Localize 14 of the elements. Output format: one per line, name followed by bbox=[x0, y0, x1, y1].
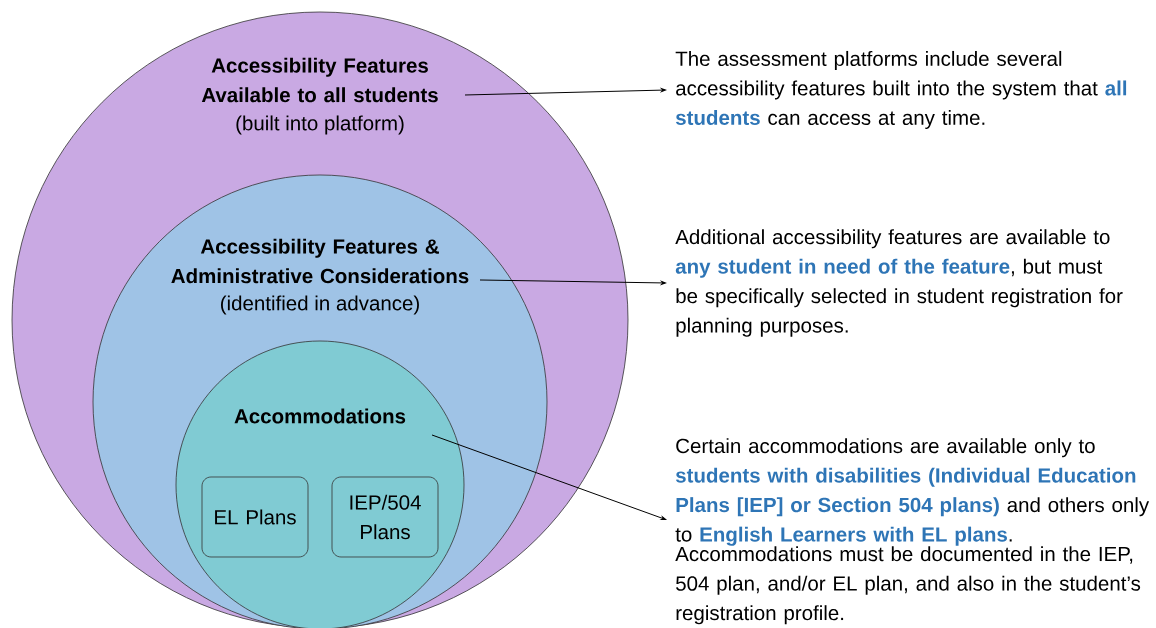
circle-subtitle: (built into platform) bbox=[236, 115, 404, 135]
circle-heading: Accommodations bbox=[234, 408, 406, 424]
description-text: The assessment platforms include several accessibility features built into the system that all students can access at any time. bbox=[675, 50, 1127, 130]
arrow bbox=[431, 434, 667, 520]
note-text: Accommodations must be documented in the IEP, 504 plan, and/or EL plan, and also in the student’s registration profile. bbox=[675, 546, 1141, 625]
arrow bbox=[479, 279, 666, 285]
description-text: Certain accommodations are available only to students with disabilities (Individual Education Plans [IEP] or Section 504 plans) and others only to English Learners with EL plans. bbox=[675, 438, 1150, 546]
circle-subtitle: (identified in advance) bbox=[221, 295, 419, 315]
plan-box: EL Plans bbox=[201, 476, 309, 558]
circle-heading: Accessibility Features & Administrative Considerations bbox=[171, 238, 469, 284]
description-text: Additional accessibility features are available to any student in need of the feature, but must be specifically selected in student registration for planning purposes. bbox=[675, 229, 1123, 337]
arrow bbox=[464, 88, 666, 96]
plan-box: IEP/504 Plans bbox=[331, 476, 439, 558]
circle-heading: Accessibility Features Available to all students bbox=[201, 57, 438, 103]
